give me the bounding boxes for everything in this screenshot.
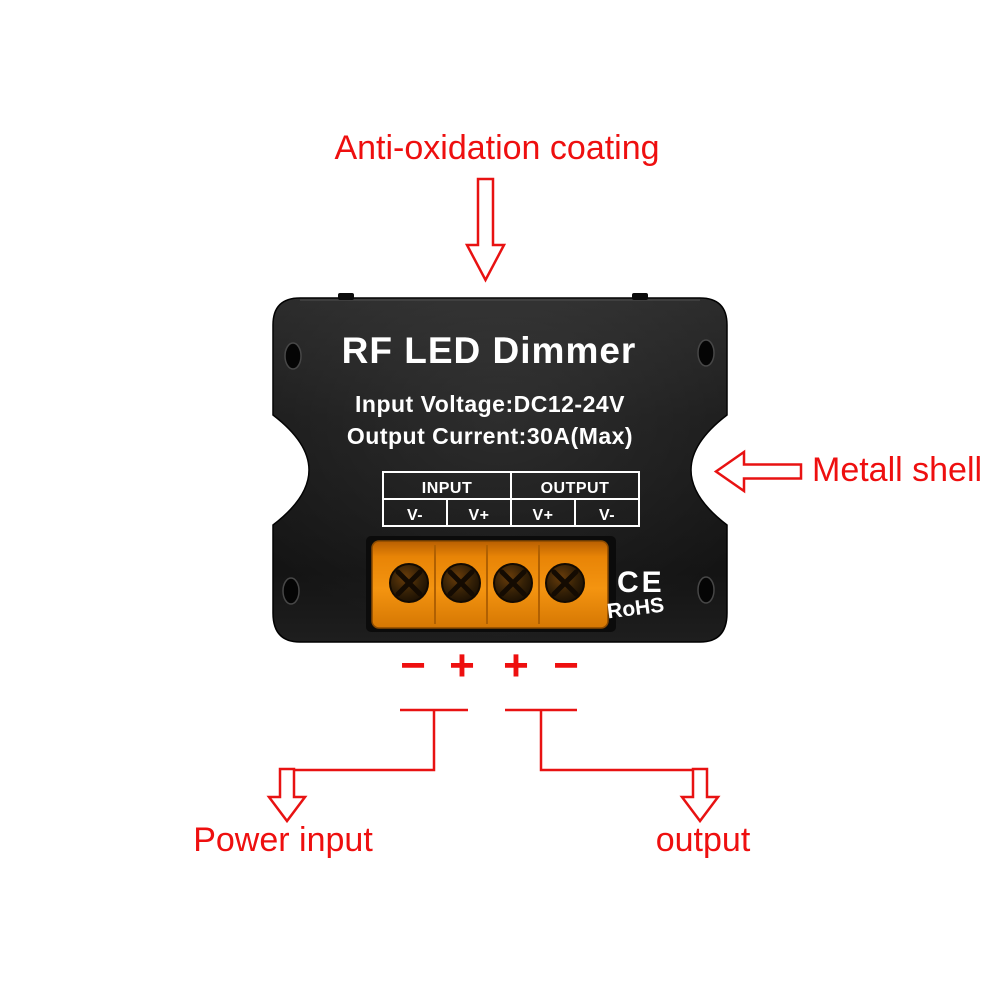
table-header-input: INPUT <box>422 480 473 497</box>
table-cell-vminus-in: V- <box>407 507 423 524</box>
mounting-hole <box>284 342 302 370</box>
top-tab <box>338 293 354 300</box>
annotation-power-input: Power input <box>193 821 373 859</box>
table-cell-vminus-out: V- <box>599 507 615 524</box>
table-cell-vplus-in: V+ <box>468 507 489 524</box>
annotation-anti-oxidation-coating: Anti-oxidation coating <box>334 129 660 167</box>
left-arrow-metall-shell-icon <box>713 449 803 494</box>
device: RF LED Dimmer Input Voltage:DC12-24V Out… <box>272 293 728 643</box>
down-arrow-power-input-icon <box>266 767 308 824</box>
polarity-minus-output: − <box>553 641 579 690</box>
table-cell-vplus-out: V+ <box>532 507 553 524</box>
annotation-metall-shell: Metall shell <box>812 451 983 489</box>
mounting-hole <box>282 577 300 605</box>
mounting-hole <box>697 339 715 367</box>
top-tab <box>632 293 648 300</box>
polarity-minus-input: − <box>400 641 426 690</box>
down-arrow-anti-oxidation-icon <box>464 177 507 283</box>
device-spec-voltage: Input Voltage:DC12-24V <box>355 391 625 417</box>
terminal-screw <box>441 563 481 603</box>
device-title: RF LED Dimmer <box>342 330 637 371</box>
annotation-arrows <box>266 177 803 824</box>
device-spec-current: Output Current:30A(Max) <box>347 423 633 449</box>
down-arrow-output-icon <box>679 767 721 824</box>
ce-mark: CE <box>617 566 665 599</box>
polarity-plus-output: + <box>503 641 529 690</box>
terminal-screw <box>493 563 533 603</box>
power-input-wire <box>287 708 468 772</box>
terminal-block <box>366 536 616 632</box>
terminal-table: INPUT OUTPUT V- V+ V+ V- <box>382 471 640 527</box>
annotation-output: output <box>655 821 751 859</box>
terminal-screw <box>389 563 429 603</box>
output-wire <box>505 708 700 772</box>
terminal-block-body <box>371 540 609 629</box>
terminal-screw <box>545 563 585 603</box>
mounting-hole <box>697 576 715 604</box>
polarity-plus-input: + <box>449 641 475 690</box>
table-header-output: OUTPUT <box>541 480 610 497</box>
